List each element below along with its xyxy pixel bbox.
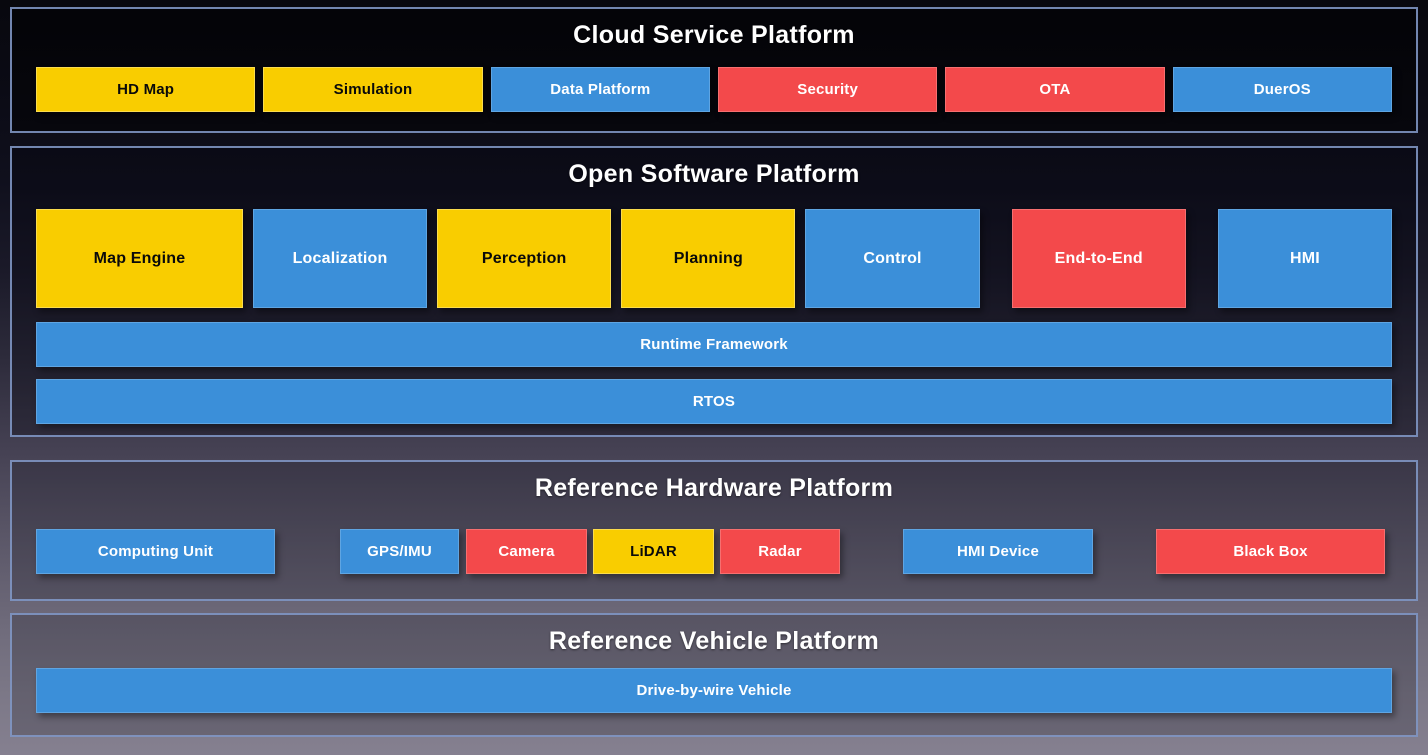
cloud-box-simulation: Simulation [263, 67, 483, 112]
hardware-box-radar: Radar [720, 529, 840, 574]
software-box-map-engine: Map Engine [36, 209, 243, 308]
cloud-boxes-row: HD Map Simulation Data Platform Security… [36, 67, 1392, 112]
hardware-box-camera: Camera [466, 529, 587, 574]
software-box-planning: Planning [621, 209, 796, 308]
cloud-box-dueros: DuerOS [1172, 67, 1392, 112]
cloud-section-title: Cloud Service Platform [573, 21, 855, 49]
runtime-framework-bar: Runtime Framework [36, 322, 1392, 367]
vehicle-section-title: Reference Vehicle Platform [548, 627, 880, 655]
software-box-end-to-end: End-to-End [1011, 209, 1186, 308]
software-boxes-row: Map Engine Localization Perception Plann… [36, 209, 1393, 308]
cloud-box-ota: OTA [945, 67, 1165, 112]
hardware-box-hmi-device: HMI Device [903, 529, 1093, 574]
software-box-perception: Perception [437, 209, 612, 308]
cloud-box-security: Security [717, 67, 938, 112]
open-software-platform-section: Open Software Platform Map Engine Locali… [10, 146, 1418, 437]
cloud-service-platform-section: Cloud Service Platform HD Map Simulation… [10, 7, 1418, 133]
cloud-box-hd-map: HD Map [36, 67, 256, 112]
reference-hardware-platform-section: Reference Hardware Platform Computing Un… [10, 460, 1418, 601]
hardware-box-lidar: LiDAR [593, 529, 714, 574]
software-box-localization: Localization [252, 209, 428, 308]
cloud-box-data-platform: Data Platform [490, 67, 710, 112]
software-section-title: Open Software Platform [568, 160, 860, 188]
reference-vehicle-platform-section: Reference Vehicle Platform Drive-by-wire… [10, 613, 1418, 737]
rtos-bar: RTOS [36, 379, 1392, 424]
software-box-hmi: HMI [1217, 209, 1393, 308]
hardware-boxes-row: Computing Unit GPS/IMU Camera LiDAR Rada… [36, 529, 1392, 574]
hardware-box-black-box: Black Box [1156, 529, 1385, 574]
hardware-section-title: Reference Hardware Platform [534, 474, 894, 502]
hardware-box-gps-imu: GPS/IMU [340, 529, 459, 574]
hardware-box-computing-unit: Computing Unit [36, 529, 275, 574]
software-box-control: Control [805, 209, 980, 308]
drive-by-wire-vehicle-bar: Drive-by-wire Vehicle [36, 668, 1392, 713]
